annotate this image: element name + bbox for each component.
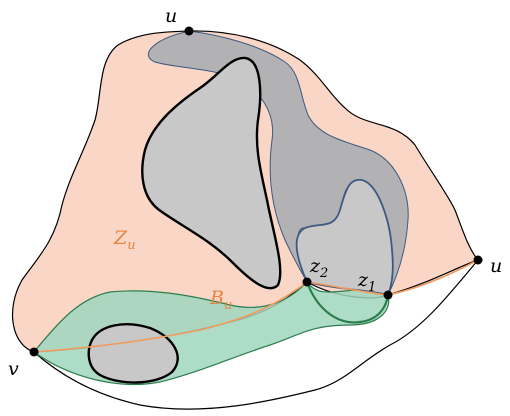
label-z2: z2 — [309, 255, 328, 281]
green-curve-z2-z1 — [305, 281, 390, 324]
label-z-u: Zu — [113, 227, 136, 253]
vertex-u-top — [184, 26, 194, 36]
outer-boundary-lower — [33, 259, 479, 410]
label-b-u: Bu — [209, 287, 232, 313]
vertex-u-right — [473, 255, 483, 265]
label-v: v — [8, 358, 19, 380]
label-u-top: u — [165, 5, 177, 27]
label-u-right: u — [490, 255, 502, 277]
vertex-z2 — [302, 277, 312, 287]
vertex-v — [29, 347, 39, 357]
vertex-z1 — [383, 290, 393, 300]
label-z1: z1 — [357, 269, 376, 295]
gray-blob-large — [141, 56, 282, 290]
path-b-u — [33, 281, 308, 353]
